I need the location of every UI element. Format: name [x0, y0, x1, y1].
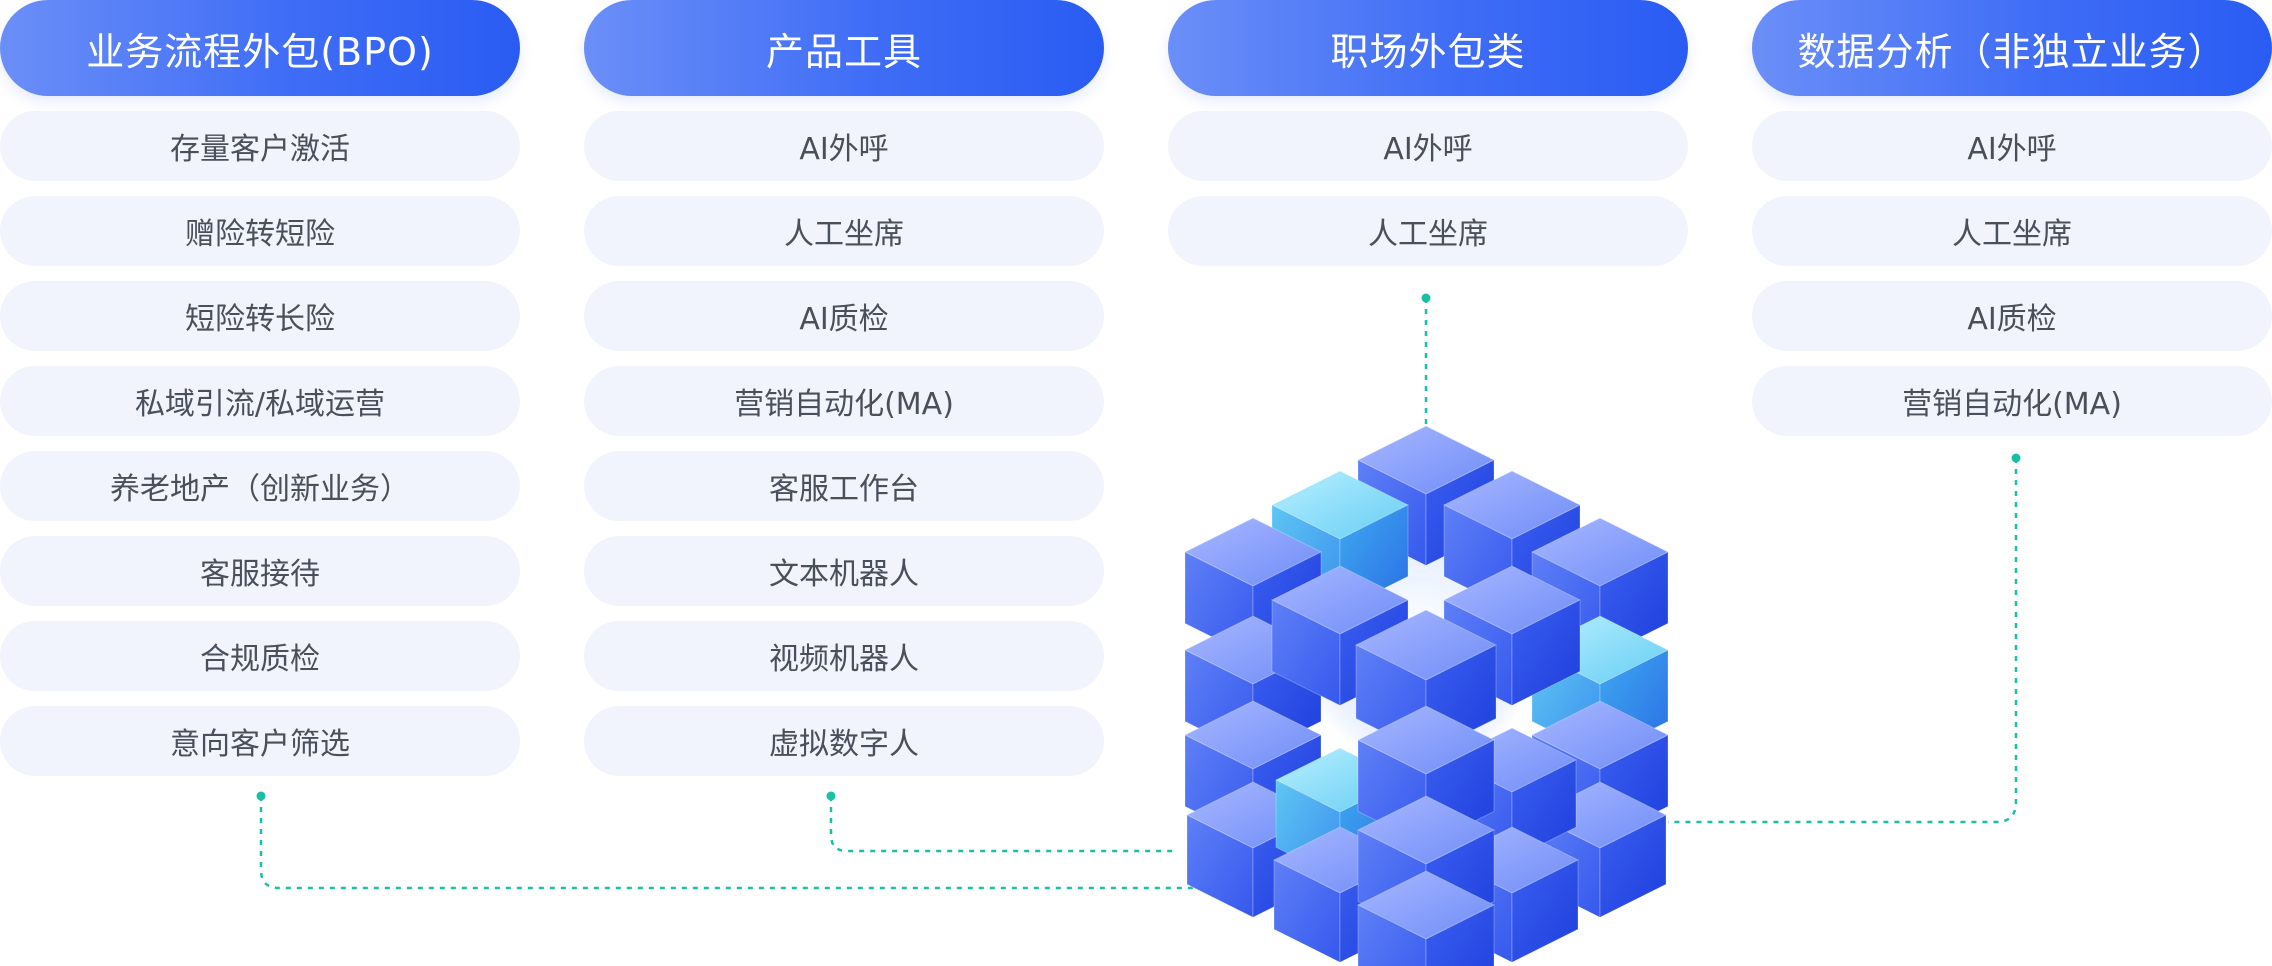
connector-dot	[2011, 453, 2021, 463]
column-workplace-outsourcing: 职场外包类 AI外呼 人工坐席	[1168, 0, 1688, 281]
list-item: 合规质检	[0, 621, 520, 691]
list-item: 意向客户筛选	[0, 706, 520, 776]
item-list: AI外呼 人工坐席 AI质检 营销自动化(MA) 客服工作台 文本机器人 视频机…	[584, 111, 1104, 776]
column-bpo: 业务流程外包(BPO) 存量客户激活 赠险转短险 短险转长险 私域引流/私域运营…	[0, 0, 520, 791]
list-item: 营销自动化(MA)	[584, 366, 1104, 436]
connector-data-analysis	[1668, 458, 2018, 824]
cube-block	[1356, 870, 1496, 966]
list-item: 短险转长险	[0, 281, 520, 351]
column-data-analysis: 数据分析（非独立业务） AI外呼 人工坐席 AI质检 营销自动化(MA)	[1752, 0, 2272, 451]
list-item: 客服接待	[0, 536, 520, 606]
column-header: 职场外包类	[1168, 0, 1688, 96]
list-item: AI外呼	[584, 111, 1104, 181]
column-header: 数据分析（非独立业务）	[1752, 0, 2272, 96]
connector-dot	[826, 791, 836, 801]
list-item: AI外呼	[1752, 111, 2272, 181]
list-item: 营销自动化(MA)	[1752, 366, 2272, 436]
connector-dot	[1421, 293, 1431, 303]
list-item: AI质检	[1752, 281, 2272, 351]
list-item: 客服工作台	[584, 451, 1104, 521]
column-product-tools: 产品工具 AI外呼 人工坐席 AI质检 营销自动化(MA) 客服工作台 文本机器…	[584, 0, 1104, 791]
column-header: 业务流程外包(BPO)	[0, 0, 520, 96]
list-item: 赠险转短险	[0, 196, 520, 266]
list-item: 文本机器人	[584, 536, 1104, 606]
list-item: 养老地产（创新业务）	[0, 451, 520, 521]
item-list: AI外呼 人工坐席	[1168, 111, 1688, 266]
item-list: AI外呼 人工坐席 AI质检 营销自动化(MA)	[1752, 111, 2272, 436]
list-item: AI外呼	[1168, 111, 1688, 181]
column-header: 产品工具	[584, 0, 1104, 96]
list-item: 人工坐席	[584, 196, 1104, 266]
list-item: 虚拟数字人	[584, 706, 1104, 776]
connector-dot	[256, 791, 266, 801]
connector-bpo	[259, 796, 1255, 890]
list-item: 人工坐席	[1168, 196, 1688, 266]
item-list: 存量客户激活 赠险转短险 短险转长险 私域引流/私域运营 养老地产（创新业务） …	[0, 111, 520, 776]
list-item: 私域引流/私域运营	[0, 366, 520, 436]
list-item: 视频机器人	[584, 621, 1104, 691]
list-item: 存量客户激活	[0, 111, 520, 181]
list-item: AI质检	[584, 281, 1104, 351]
list-item: 人工坐席	[1752, 196, 2272, 266]
